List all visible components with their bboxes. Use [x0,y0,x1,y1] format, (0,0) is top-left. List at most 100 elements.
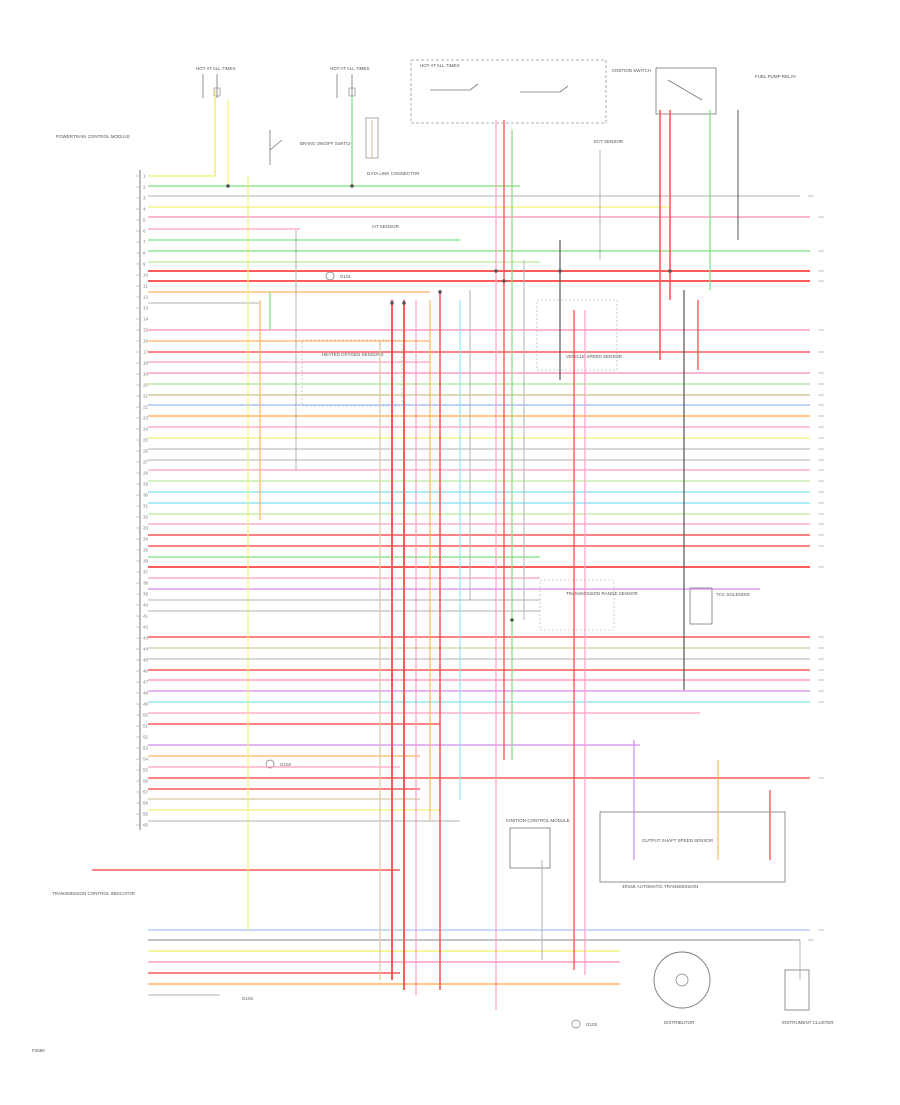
pcm-pin-42: 42 [143,625,149,630]
relay-box-label: HOT AT ALL TIMES [420,63,460,68]
pcm-pin-18: 18 [143,361,149,366]
pcm-pin-49: 49 [143,702,149,707]
pcm-pin-17: 17 [143,350,149,355]
pcm-pin-30: 30 [143,493,149,498]
transmission-range-sensor: TRANSMISSION RANGE SENSOR [539,579,639,631]
pcm-pin-28: 28 [143,471,149,476]
pcm-pin-54: 54 [143,757,149,762]
pcm-pin-40: 40 [143,603,149,608]
ect-sensor-label: ECT SENSOR [594,139,624,144]
output-speed-label: OUTPUT SHAFT SPEED SENSOR [642,838,714,843]
pcm-pin-5: 5 [143,218,146,223]
instrument-cluster-label: INSTRUMENT CLUSTER [782,1020,834,1025]
pcm-pin-27: 27 [143,460,149,465]
pcm-pin-31: 31 [143,504,149,509]
ground-1-label: G101 [340,274,352,279]
diagram-code: F2590 [32,1048,45,1053]
pcm-pin-11: 11 [143,284,148,289]
pcm-pin-58: 58 [143,801,149,806]
ignition-module-label: IGNITION CONTROL MODULE [506,818,570,823]
pcm-pin-4: 4 [143,207,146,212]
data-link-label: DATA LINK CONNECTOR [367,171,420,176]
pcm-pin-32: 32 [143,515,149,520]
pcm-connector: POWERTRAIN CONTROL MODULE 12345678910111… [56,134,149,830]
automatic-transmission: 4R44E AUTOMATIC TRANSMISSION OUTPUT SHAF… [599,811,786,889]
trans-control-label: TRANSMISSION CONTROL INDICATOR [52,891,136,896]
pcm-pin-43: 43 [143,636,149,641]
sensor-group-label: HEATED OXYGEN SENSORS [322,352,384,357]
pcm-pin-7: 7 [143,240,146,245]
pcm-pin-21: 21 [143,394,149,399]
trans-control-indicator: TRANSMISSION CONTROL INDICATOR [52,891,136,896]
pcm-pin-46: 46 [143,669,149,674]
ground-g101: G101 [325,271,352,281]
pcm-pin-24: 24 [143,427,149,432]
ect-sensor: ECT SENSOR [594,139,624,144]
pcm-pin-45: 45 [143,658,149,663]
pcm-pin-39: 39 [143,592,149,597]
ground-g102: G102 [265,759,292,769]
splice-point [668,269,672,273]
pcm-pin-6: 6 [143,229,146,234]
ground-g104: G104 [242,996,254,1001]
pcm-pin-3: 3 [143,196,146,201]
pcm-pin-14: 14 [143,317,149,322]
speed-sensor: VEHICLE SPEED SENSOR [536,299,623,371]
splice-point [558,269,562,273]
fuse-box-1-label: HOT AT ALL TIMES [196,66,236,71]
transmission-label: 4R44E AUTOMATIC TRANSMISSION [622,884,698,889]
pcm-pin-51: 51 [143,724,149,729]
pcm-pin-53: 53 [143,746,149,751]
iat-sensor-label: IAT SENSOR [372,224,400,229]
pcm-pin-16: 16 [143,339,149,344]
pcm-pin-36: 36 [143,559,149,564]
pcm-pin-2: 2 [143,185,146,190]
wire-harness [92,90,824,1010]
splice-point [402,301,406,305]
distributor-label: DISTRIBUTOR [664,1020,695,1025]
fuel-pump-relay: FUEL PUMP RELAY [655,67,796,115]
pcm-pin-52: 52 [143,735,149,740]
pcm-pin-59: 59 [143,812,149,817]
instrument-cluster: INSTRUMENT CLUSTER [782,969,834,1025]
top-fuse-box-1: HOT AT ALL TIMES [196,66,236,98]
tcc-solenoid: TCC SOLENOID [689,587,751,625]
pcm-pin-35: 35 [143,548,149,553]
data-link-connector: DATA LINK CONNECTOR [365,117,420,176]
tcc-label: TCC SOLENOID [716,592,751,597]
ground-4-label: G104 [242,996,254,1001]
pcm-pin-12: 12 [143,295,149,300]
pcm-pin-41: 41 [143,614,149,619]
splice-point [226,184,230,188]
splice-point [502,279,506,283]
pcm-title: POWERTRAIN CONTROL MODULE [56,134,130,139]
pcm-pin-8: 8 [143,251,146,256]
ground-g103: G103 [571,1019,598,1029]
pcm-pin-19: 19 [143,372,149,377]
pcm-pin-29: 29 [143,482,149,487]
pcm-pin-22: 22 [143,405,149,410]
pcm-pin-60: 60 [143,823,149,828]
pcm-pin-50: 50 [143,713,149,718]
splice-point [438,290,442,294]
pcm-pin-37: 37 [143,570,149,575]
pcm-pin-33: 33 [143,526,149,531]
pcm-pin-1: 1 [143,174,146,179]
ignition-switch-label: IGNITION SWITCH [612,68,651,73]
pcm-pin-20: 20 [143,383,149,388]
pcm-pin-23: 23 [143,416,149,421]
pcm-pin-48: 48 [143,691,149,696]
speed-sensor-label: VEHICLE SPEED SENSOR [566,354,623,359]
pcm-pin-47: 47 [143,680,149,685]
splice-point [494,269,498,273]
brake-switch: BRAKE ON/OFF SWITCH [269,130,353,165]
transmission-range-label: TRANSMISSION RANGE SENSOR [566,591,639,596]
splice-point [350,184,354,188]
pcm-pin-26: 26 [143,449,149,454]
pcm-pin-25: 25 [143,438,149,443]
pcm-pin-57: 57 [143,790,149,795]
ignition-relay-box: HOT AT ALL TIMES IGNITION SWITCH [410,59,651,124]
pcm-pin-10: 10 [143,273,149,278]
pcm-pin-15: 15 [143,328,149,333]
